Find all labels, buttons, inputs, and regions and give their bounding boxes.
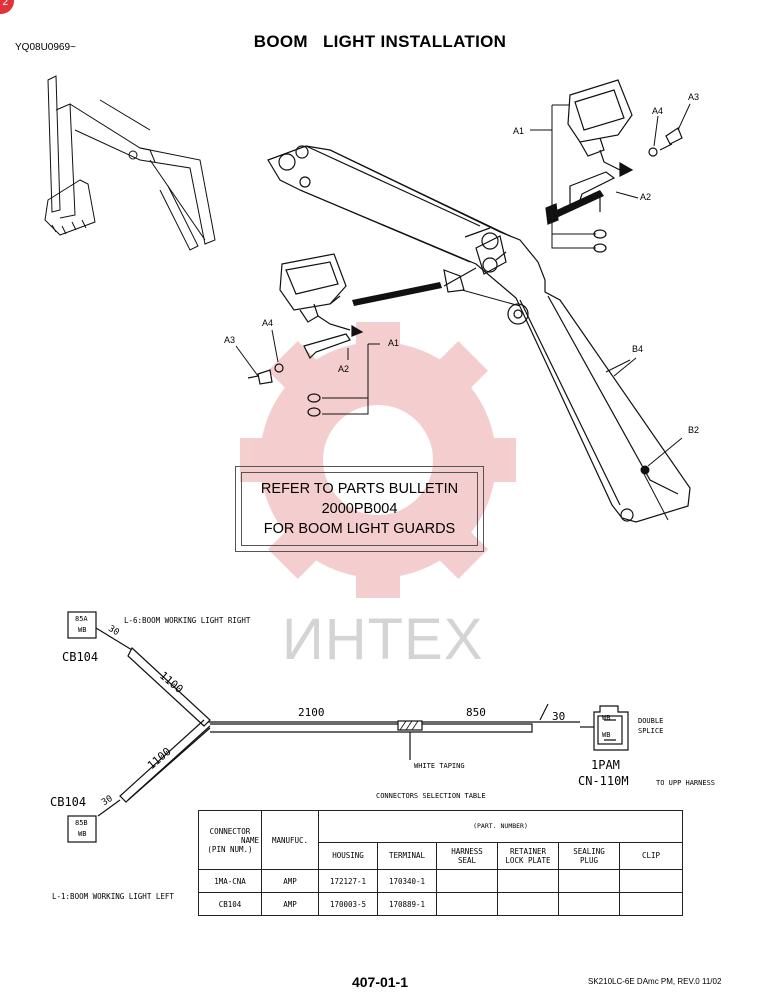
watermark-gear-icon bbox=[240, 322, 516, 598]
pointer-band-top bbox=[548, 190, 604, 220]
page-badge-text: 2 bbox=[2, 0, 8, 8]
note-line-3: FOR BOOM LIGHT GUARDS bbox=[263, 521, 456, 537]
callout-a4-top: A4 bbox=[652, 106, 664, 116]
header-sealing-1: SEALING bbox=[573, 846, 605, 856]
note-line-1: REFER TO PARTS BULLETIN bbox=[260, 481, 459, 497]
splice-box-top: WB bbox=[602, 714, 611, 722]
length-850: 850 bbox=[466, 706, 486, 719]
header-connector: CONNECTOR NAME (PIN NUM.) bbox=[198, 810, 262, 870]
cell-terminal: 170889-1 bbox=[377, 892, 437, 916]
double-splice-line-2: SPLICE bbox=[638, 727, 664, 735]
bottom-light-description: L-1:BOOM WORKING LIGHT LEFT bbox=[52, 892, 174, 901]
header-connector-2: NAME bbox=[240, 835, 259, 845]
excavator-overview-sketch bbox=[44, 75, 216, 251]
header-clip: CLIP bbox=[619, 841, 683, 871]
header-terminal: TERMINAL bbox=[377, 841, 437, 871]
page-number: 407-01-1 bbox=[351, 974, 409, 990]
header-part-number: (PART. NUMBER) bbox=[318, 810, 683, 843]
cell-seal bbox=[436, 892, 498, 916]
boom-harness-line bbox=[461, 289, 683, 521]
top-lamp-assembly bbox=[545, 79, 683, 253]
cell-housing: 172127-1 bbox=[318, 869, 378, 893]
header-retainer-2: LOCK PLATE bbox=[505, 855, 551, 865]
callout-a2-left: A2 bbox=[338, 364, 350, 374]
callout-a3-left: A3 bbox=[224, 335, 236, 345]
conn-top-label-1: 85A bbox=[75, 615, 88, 623]
cb104-bottom: CB104 bbox=[50, 795, 87, 809]
cell-name: 1MA-CNA bbox=[198, 869, 262, 893]
cell-retainer bbox=[497, 869, 559, 893]
top-light-description: L-6:BOOM WORKING LIGHT RIGHT bbox=[124, 616, 251, 625]
conn-bottom-label-1: 85B bbox=[75, 819, 88, 827]
callout-a4-left: A4 bbox=[262, 318, 274, 328]
table-row: CB104 AMP 170003-5 170889-1 bbox=[198, 892, 683, 916]
header-connector-3: (PIN NUM.) bbox=[207, 844, 253, 854]
header-connector-1: CONNECTOR bbox=[209, 826, 251, 836]
header-manufac: MANUFUC. bbox=[261, 810, 319, 870]
cell-clip bbox=[619, 869, 683, 893]
pointer-band-left bbox=[352, 282, 442, 306]
parts-bulletin-note: REFER TO PARTS BULLETIN 2000PB004 FOR BO… bbox=[235, 466, 484, 552]
splice-box-bottom: WB bbox=[602, 731, 611, 739]
revision-info: SK210LC-6E DAmc PM, REV.0 11/02 bbox=[588, 977, 722, 986]
header-harness-1: HARNESS bbox=[451, 846, 483, 856]
table-row: 1MA-CNA AMP 172127-1 170340-1 bbox=[198, 869, 683, 893]
cell-manuf: AMP bbox=[261, 892, 319, 916]
cell-terminal: 170340-1 bbox=[377, 869, 437, 893]
boom-drawing bbox=[267, 145, 691, 523]
reference-code: YQ08U0969~ bbox=[15, 42, 76, 53]
left-callout-lines bbox=[235, 329, 380, 415]
cell-housing: 170003-5 bbox=[318, 892, 378, 916]
callout-a3-top: A3 bbox=[688, 92, 700, 102]
header-retainer-1: RETAINER bbox=[509, 846, 547, 856]
header-harness-2: SEAL bbox=[457, 855, 477, 865]
callout-a2-top: A2 bbox=[640, 192, 652, 202]
note-line-2: 2000PB004 bbox=[321, 501, 398, 517]
top-callout-lines bbox=[530, 103, 691, 249]
note-inner: REFER TO PARTS BULLETIN 2000PB004 FOR BO… bbox=[241, 472, 478, 546]
conn-top-label-2: WB bbox=[78, 626, 87, 634]
wiring-harness bbox=[67, 611, 629, 843]
to-upp-harness: TO UPP HARNESS bbox=[656, 779, 716, 787]
conn-bottom-label-2: WB bbox=[78, 830, 87, 838]
table-header-row: CONNECTOR NAME (PIN NUM.) MANUFUC. (PART… bbox=[198, 810, 683, 870]
table-caption: CONNECTORS SELECTION TABLE bbox=[376, 792, 486, 800]
left-lamp-assembly bbox=[247, 253, 364, 417]
cell-retainer bbox=[497, 892, 559, 916]
cell-plug bbox=[558, 869, 620, 893]
callout-a1-left: A1 bbox=[388, 338, 400, 348]
cell-clip bbox=[619, 892, 683, 916]
watermark-text: ИНТЕХ bbox=[282, 607, 484, 672]
cell-plug bbox=[558, 892, 620, 916]
length-2100: 2100 bbox=[298, 706, 325, 719]
length-30-right: 30 bbox=[552, 710, 566, 723]
header-housing: HOUSING bbox=[318, 841, 378, 871]
white-taping-label: WHITE TAPING bbox=[414, 762, 465, 770]
connector-1pam: 1PAM bbox=[591, 758, 620, 772]
cb104-top: CB104 bbox=[62, 650, 99, 664]
callout-a1-top: A1 bbox=[513, 126, 525, 136]
header-sealing-2: PLUG bbox=[579, 855, 599, 865]
cell-name: CB104 bbox=[198, 892, 262, 916]
connectors-selection-table: CONNECTOR NAME (PIN NUM.) MANUFUC. (PART… bbox=[198, 810, 683, 916]
callout-b2: B2 bbox=[688, 425, 700, 435]
cell-manuf: AMP bbox=[261, 869, 319, 893]
cell-seal bbox=[436, 869, 498, 893]
page-title: BOOM LIGHT INSTALLATION bbox=[253, 32, 507, 51]
connector-cn-110m: CN-110M bbox=[578, 774, 629, 788]
callout-b4: B4 bbox=[632, 344, 644, 354]
double-splice-line-1: DOUBLE bbox=[638, 717, 664, 725]
